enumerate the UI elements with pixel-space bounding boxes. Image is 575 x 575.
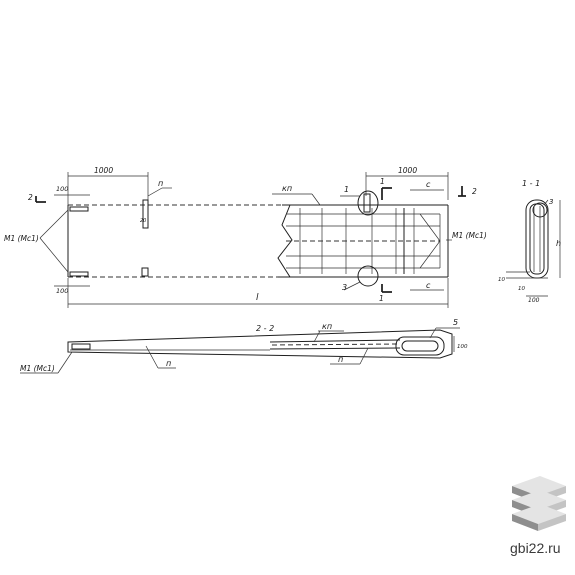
sec1-callout-3: 3 [549,198,553,206]
stacked-slabs-icon [512,476,566,531]
sec1-dim-h: h [556,239,561,248]
tag-kp-top: кп [282,184,292,193]
section-mark-2-left: 2 [28,193,33,202]
section-mark-1-top: 1 [380,177,385,186]
dim-c-top: c [426,180,431,189]
dim-l: l [256,293,259,303]
m1-left: М1 (Мс1) [4,234,39,243]
sec1-dim-10b: 10 [518,286,525,292]
sec1-dim-100: 100 [528,297,540,304]
sec2-m1: М1 (Мс1) [20,364,55,373]
sec2-p-right: п [338,355,343,364]
watermark-text: gbi22.ru [510,540,561,556]
section-mark-1-bottom: 1 [379,294,384,303]
section-2-2: 2 - 2 кп 5 100 М1 (Мс1) п п [20,318,468,374]
callout-1: 1 [344,185,349,194]
dim-c-bottom: c [426,281,431,290]
dim-100-bottom: 100 [56,287,68,295]
dim-1000-left: 1000 [94,166,113,175]
dim-1000-right: 1000 [398,166,417,175]
section-2-2-title: 2 - 2 [256,324,274,333]
plan-view: 1000 100 1000 c 2 2 [4,166,487,308]
sec2-callout-5: 5 [453,318,458,327]
dim-100-top: 100 [56,185,68,193]
small-vert-label: 20 [140,218,146,224]
sec2-p-left: п [166,359,171,368]
m1-right: М1 (Мс1) [452,231,487,240]
sec2-dim-100: 100 [457,344,468,350]
section-mark-2-right: 2 [472,187,477,196]
section-1-1-title: 1 - 1 [522,179,540,188]
sec2-kp: кп [322,322,332,331]
sec1-dim-10a: 10 [498,277,505,283]
tag-p-top: п [158,179,163,188]
section-1-1: 1 - 1 3 h 10 10 100 [498,179,561,304]
callout-3: 3 [342,283,347,292]
